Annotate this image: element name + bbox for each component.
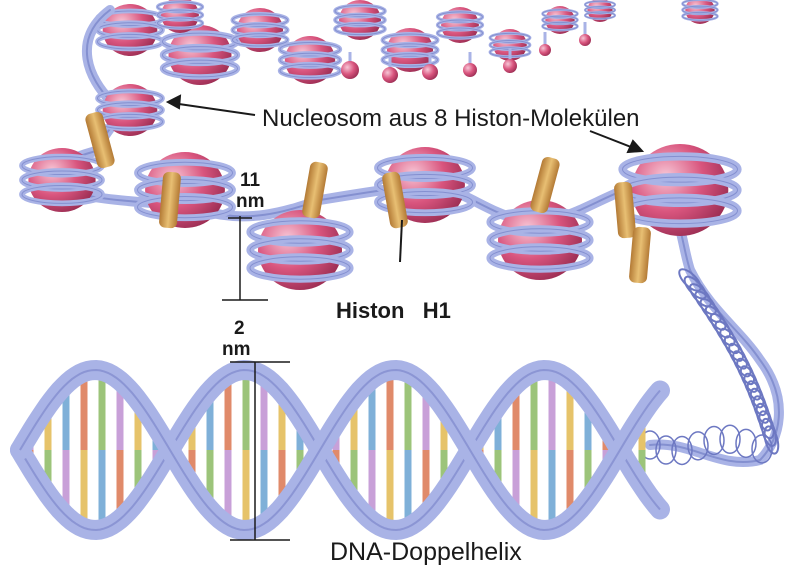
nucleosome (158, 0, 203, 33)
backbone-edge (20, 370, 660, 530)
nucleosome (98, 84, 163, 136)
nucleosome (138, 152, 233, 228)
dna-helix-label: DNA-Doppelhelix (330, 538, 522, 566)
backbone-strand (20, 370, 660, 530)
histone-h1 (301, 161, 328, 219)
small-nucleosome (539, 44, 551, 56)
linker-dna (52, 10, 779, 462)
histone-h1-label: Histon H1 (336, 298, 451, 323)
small-nucleosome (341, 61, 359, 79)
scale-2-unit: nm (222, 339, 251, 360)
backbone-strand (20, 370, 660, 530)
nucleosome (22, 148, 102, 212)
nucleosome (623, 144, 738, 236)
nucleosome (335, 0, 385, 40)
backbone-edge (20, 370, 660, 530)
nucleosome (280, 36, 340, 84)
nucleosome (683, 0, 718, 24)
nucleosome (543, 6, 578, 34)
scale-11-unit: nm (236, 191, 265, 212)
small-nucleosome (422, 64, 438, 80)
nucleosome (585, 0, 615, 22)
small-nucleosome (503, 59, 517, 73)
small-nucleosome (382, 67, 398, 83)
nucleosome (438, 7, 483, 43)
nucleosome (233, 8, 288, 52)
nucleosome (163, 25, 238, 85)
small-nucleosome (579, 34, 591, 46)
small-nucleosome (463, 63, 477, 77)
scale-11-value: 11 (240, 170, 261, 191)
scale-2-value: 2 (234, 318, 245, 339)
nucleosome-label: Nucleosom aus 8 Histon-Molekülen (262, 105, 640, 132)
nucleosome (250, 210, 350, 290)
dna-double-helix (20, 370, 660, 530)
condensed-chromatin-cluster (98, 0, 718, 85)
